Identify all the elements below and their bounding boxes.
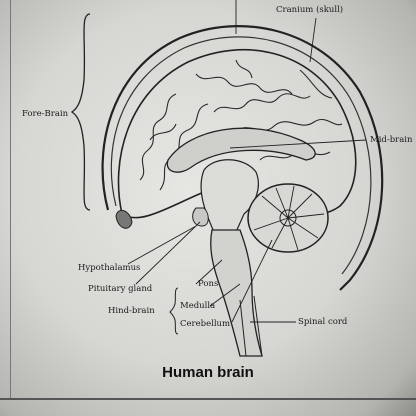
label-pons: Pons (198, 279, 219, 289)
olfactory-shape (115, 209, 133, 229)
corpus-callosum (166, 127, 316, 173)
spinal-cord (239, 295, 263, 357)
pituitary-gland (192, 207, 209, 227)
bottom-border (0, 398, 416, 400)
label-hind-brain: Hind-brain (108, 306, 155, 316)
hind-brain-brace (169, 287, 179, 335)
label-fore-brain: Fore-Brain (22, 109, 69, 119)
label-cerebellum: Cerebellum (180, 319, 231, 329)
label-hypothalamus: Hypothalamus (78, 263, 141, 273)
cranium-outline (101, 25, 384, 291)
label-spinal-cord: Spinal cord (298, 317, 348, 327)
cranium-inner (110, 36, 372, 275)
leader-lines (127, 0, 367, 323)
label-pituitary: Pituitary gland (88, 284, 153, 294)
label-cranium: Cranium (skull) (276, 5, 344, 15)
label-medulla: Medulla (180, 301, 216, 311)
brain-stem (210, 229, 263, 357)
cerebellum (247, 183, 329, 253)
margin-rule (10, 0, 11, 398)
figure-caption: Human brain (162, 364, 254, 381)
fore-brain-brace (70, 13, 91, 211)
label-mid-brain: Mid-brain (370, 135, 413, 145)
